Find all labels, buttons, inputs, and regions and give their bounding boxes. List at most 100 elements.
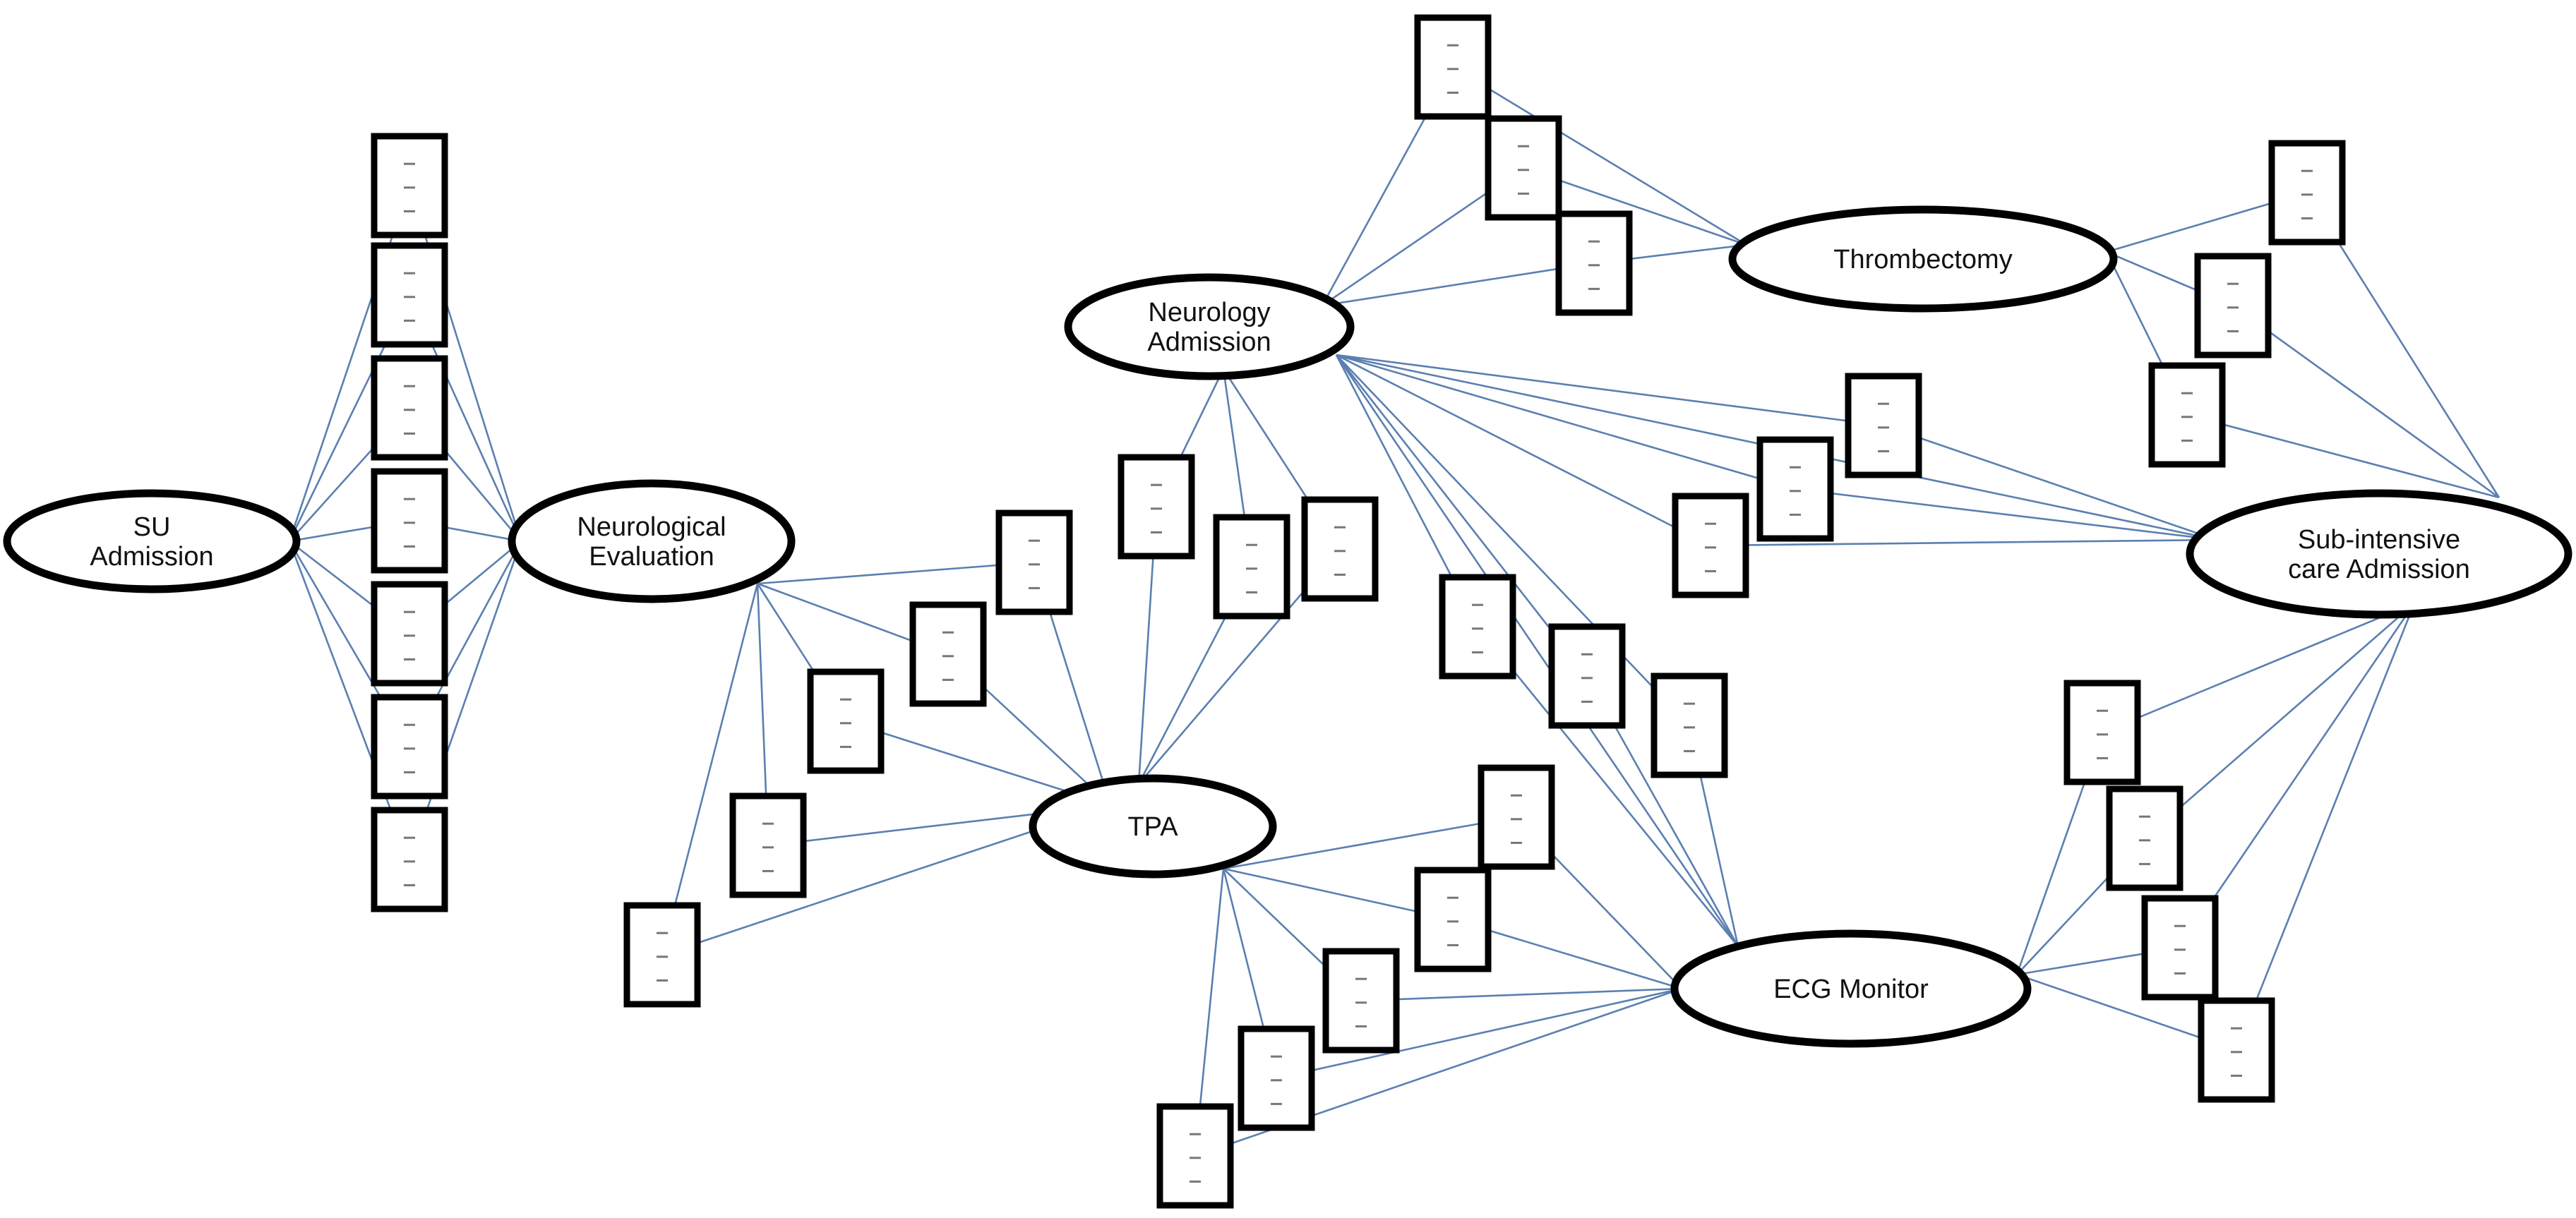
document-icon: [1439, 574, 1516, 680]
document-icon-frame: [1845, 373, 1922, 478]
connector-line: [1335, 354, 1588, 677]
connector-line: [661, 583, 759, 955]
document-icon-frame: [1414, 14, 1492, 120]
connector-line: [2186, 414, 2500, 499]
document-icon: [1555, 210, 1633, 316]
connector-line: [1335, 354, 1739, 947]
document-icon: [371, 694, 448, 800]
connector-line: [1336, 354, 1796, 490]
node-label: TPA: [1127, 812, 1178, 842]
document-icon: [1414, 867, 1492, 972]
connector-line: [2179, 603, 2416, 948]
document-icon-frame: [995, 509, 1073, 615]
document-icon: [1213, 514, 1290, 620]
node-ellipse: [1064, 273, 1355, 380]
node-ellipse: [1670, 929, 2032, 1048]
document-icon-frame: [2106, 785, 2183, 891]
connector-line: [1336, 354, 1690, 726]
node-ellipse: [3, 489, 301, 593]
node-ellipse: [1728, 205, 2118, 313]
connector-line: [757, 561, 1035, 585]
document-icon-frame: [2198, 997, 2275, 1103]
document-icon: [1322, 948, 1400, 1054]
document-icon: [1301, 496, 1379, 602]
node-label: Thrombectomy: [1833, 245, 2012, 275]
document-icon: [371, 807, 448, 912]
document-icon: [1238, 1025, 1315, 1131]
connector-line: [1322, 262, 1595, 307]
document-icon-frame: [371, 468, 448, 574]
document-icon: [909, 601, 987, 707]
document-icon-frame: [1213, 514, 1290, 620]
document-icon: [2198, 997, 2275, 1103]
node-tpa: TPA: [1029, 774, 1277, 879]
node-ellipse: [1029, 774, 1277, 879]
document-icon-frame: [1548, 623, 1626, 729]
connector-line: [1360, 987, 1682, 1002]
connector-lines: [288, 66, 2500, 1157]
document-icon: [2148, 362, 2226, 468]
node-label: Neurology: [1148, 298, 1270, 327]
document-icon-frame: [371, 694, 448, 800]
node-label: care Admission: [2288, 555, 2470, 584]
connector-line: [2232, 304, 2500, 499]
connector-line: [1223, 816, 1517, 870]
document-icon: [1118, 454, 1195, 560]
document-icon-frame: [371, 355, 448, 461]
document-icon: [371, 133, 448, 239]
activity-nodes: SUAdmissionNeurologicalEvaluationNeurolo…: [3, 205, 2572, 1048]
connector-line: [408, 541, 522, 860]
document-icon-frame: [2268, 140, 2346, 246]
document-icon: [1756, 436, 1834, 542]
document-icon: [371, 581, 448, 687]
document-icon-frame: [371, 133, 448, 239]
document-icon-frame: [1118, 454, 1195, 560]
connector-line: [2144, 603, 2415, 839]
document-icon: [2194, 253, 2272, 358]
document-icon-frame: [1238, 1025, 1315, 1131]
document-icon-frame: [1414, 867, 1492, 972]
document-icon: [1845, 373, 1922, 478]
connector-line: [1452, 66, 1747, 246]
document-icon-frame: [1756, 436, 1834, 542]
node-ecg: ECG Monitor: [1670, 929, 2032, 1048]
node-ellipse: [2186, 489, 2572, 619]
document-icon: [1485, 115, 1562, 221]
document-icon: [1672, 493, 1749, 598]
connector-line: [2102, 602, 2415, 734]
document-icon-frame: [909, 601, 987, 707]
document-icon: [807, 668, 885, 774]
node-label: ECG Monitor: [1773, 975, 1929, 1004]
document-icon-frame: [371, 807, 448, 912]
node-thrombectomy: Thrombectomy: [1728, 205, 2118, 313]
node-label: Evaluation: [589, 542, 714, 572]
document-icon: [995, 509, 1073, 615]
node-label: Sub-intensive: [2298, 525, 2460, 555]
document-icon-frame: [2148, 362, 2226, 468]
connector-line: [1276, 987, 1682, 1080]
node-ellipse: [508, 479, 796, 603]
document-icon-frame: [1301, 496, 1379, 602]
document-icon: [1651, 673, 1728, 778]
document-icon-frame: [1478, 764, 1555, 870]
document-icon-frame: [2194, 253, 2272, 358]
document-icon: [371, 355, 448, 461]
document-icon-frame: [1555, 210, 1633, 316]
document-icon-frame: [1322, 948, 1400, 1054]
document-icon: [2106, 785, 2183, 891]
document-icon: [1548, 623, 1626, 729]
document-icon-frame: [1485, 115, 1562, 221]
document-icon-frame: [807, 668, 885, 774]
document-icon: [1478, 764, 1555, 870]
node-label: Neurological: [577, 512, 726, 542]
node-label: Admission: [1147, 327, 1271, 357]
connector-line: [1336, 354, 1711, 547]
connector-line: [1795, 488, 2217, 541]
connector-line: [1476, 626, 1739, 947]
document-icon-frame: [1439, 574, 1516, 680]
document-icon: [623, 902, 701, 1008]
